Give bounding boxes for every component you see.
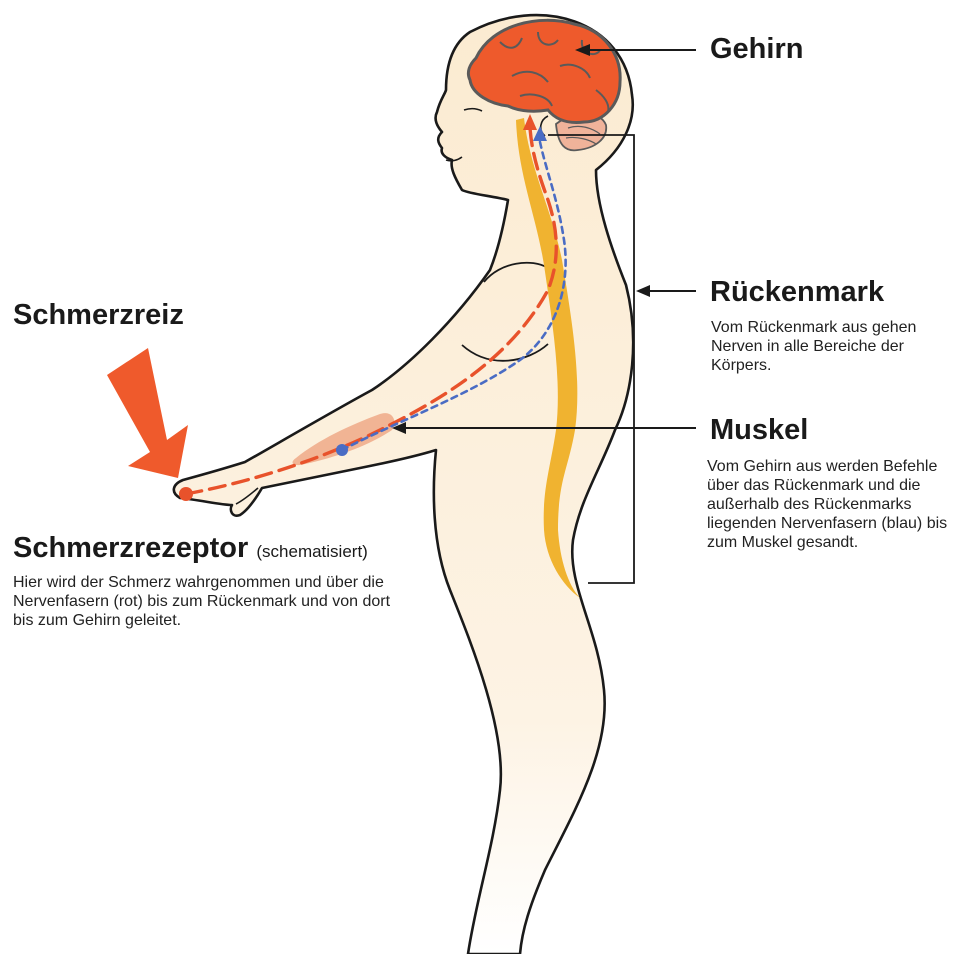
muskel-description: Vom Gehirn aus werden Befehle über das R… <box>707 457 962 552</box>
label-rueckenmark: Rückenmark <box>710 275 884 309</box>
muscle-endpoint-dot <box>336 444 348 456</box>
schmerzrezeptor-note: (schematisiert) <box>256 542 367 561</box>
label-schmerzrezeptor: Schmerzrezeptor (schematisiert) <box>13 531 368 569</box>
label-gehirn: Gehirn <box>710 32 803 66</box>
schmerzrezeptor-title: Schmerzrezeptor <box>13 532 248 564</box>
pain-stimulus-arrow <box>107 348 188 478</box>
rueckenmark-pointer-arrowhead <box>636 285 650 297</box>
label-schmerzreiz: Schmerzreiz <box>13 298 184 332</box>
schmerzrezeptor-description: Hier wird der Schmerz wahrgenommen und ü… <box>13 573 413 630</box>
label-muskel: Muskel <box>710 413 808 447</box>
body-silhouette <box>174 15 633 954</box>
pain-receptor-dot <box>179 487 193 501</box>
rueckenmark-description: Vom Rückenmark aus gehen Nerven in alle … <box>711 318 951 375</box>
